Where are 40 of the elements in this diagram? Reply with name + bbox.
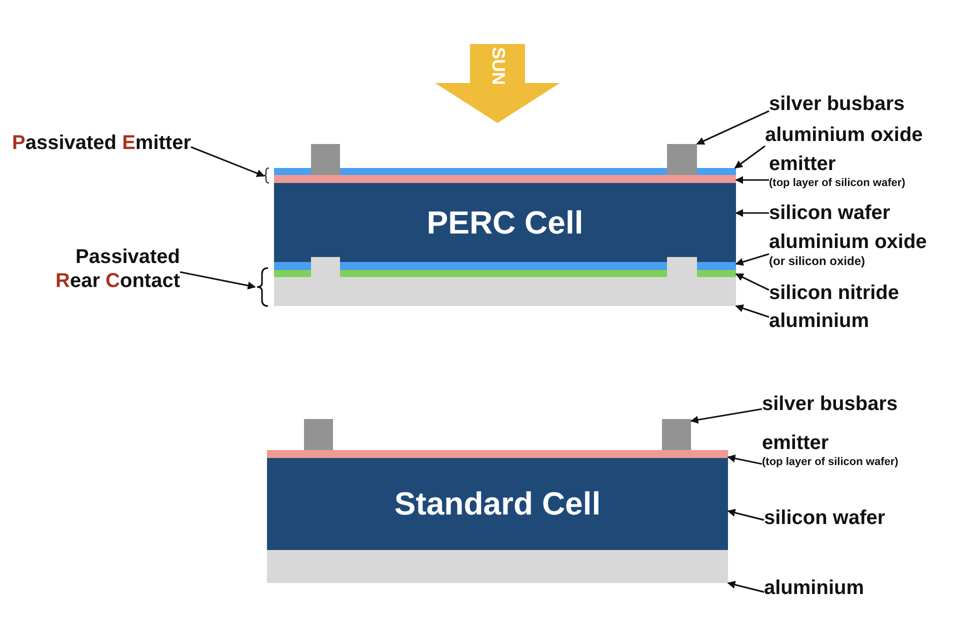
leader-line [727, 454, 762, 465]
layer-note: (or silicon oxide) [769, 254, 866, 269]
busbar [667, 144, 697, 175]
leader-line [735, 209, 769, 217]
emitter-layer [274, 175, 736, 183]
layer-label: silver busbars [762, 392, 898, 416]
layer-label: Passivated Emitter [12, 131, 191, 155]
cell-title: PERC Cell [426, 204, 584, 241]
layer-note: (top layer of silicon wafer) [769, 176, 906, 190]
leader-line [735, 253, 770, 266]
aluminium-layer [274, 277, 736, 306]
leader-line [727, 580, 764, 593]
busbar [662, 419, 691, 450]
leader-line [735, 176, 769, 184]
leader-line [180, 271, 256, 290]
layer-note: (top layer of silicon wafer) [762, 455, 898, 469]
layer-label: aluminium oxide [765, 123, 923, 147]
aluminium-layer [267, 550, 728, 583]
leader-line [734, 145, 766, 169]
layer-label: silver busbars [769, 92, 905, 116]
layer-label: aluminium [769, 309, 870, 333]
leader-line [696, 110, 770, 145]
layer-label: silicon nitride [769, 281, 900, 305]
leader-line [727, 508, 764, 521]
leader-line [690, 408, 762, 424]
leader-line [735, 304, 770, 318]
layer-label: aluminium [764, 576, 864, 600]
layer-label: silicon wafer [769, 201, 890, 225]
layer-label: emitter [762, 431, 830, 455]
annotation-label: Passivated Rear Contact [40, 245, 180, 293]
leader-line [735, 273, 770, 291]
emitter-layer [267, 450, 728, 458]
leader-line [190, 146, 265, 178]
busbar [311, 144, 340, 175]
layer-label: aluminium oxide [769, 230, 927, 254]
cell-title: Standard Cell [393, 486, 602, 522]
layer-label: silicon wafer [764, 506, 886, 530]
busbar [304, 419, 333, 450]
sun-label: SUN [487, 47, 508, 85]
layer-label: emitter [769, 152, 837, 176]
